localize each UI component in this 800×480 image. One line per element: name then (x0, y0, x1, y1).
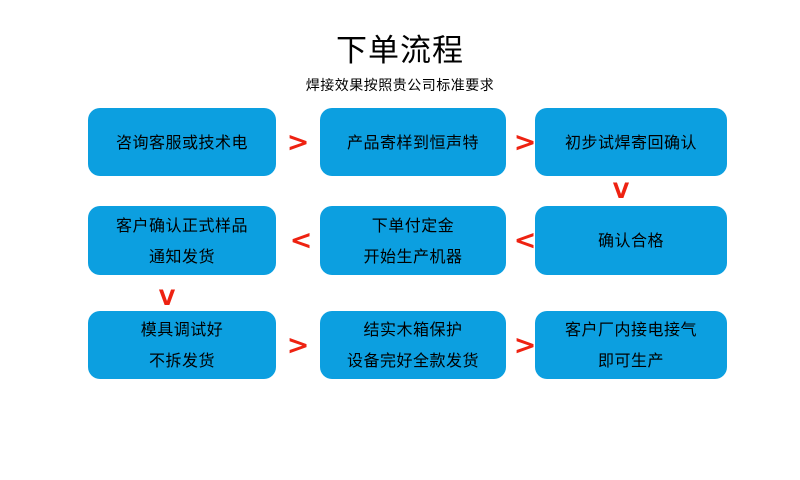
arrow-down-icon-c6: V (158, 285, 176, 310)
flow-node-n6-line-1: 客户确认正式样品 (115, 215, 248, 235)
flow-node-n7-line-2: 不拆发货 (148, 351, 215, 370)
flow-node-n5-line-1: 下单付定金 (371, 215, 455, 235)
flow-node-n1-line-1: 咨询客服或技术电 (115, 132, 248, 152)
arrow-right-icon-c7: > (286, 329, 310, 361)
flow-node-n8-line-1: 结实木箱保护 (363, 320, 463, 339)
arrow-right-icon-c2: > (513, 126, 537, 158)
flow-node-n5[interactable]: 下单付定金 开始生产机器 (320, 206, 506, 275)
flow-node-n8[interactable]: 结实木箱保护 设备完好全款发货 (320, 311, 506, 379)
arrow-left-icon-c5: < (289, 224, 313, 256)
flow-node-n7[interactable]: 模具调试好 不拆发货 (88, 311, 276, 379)
flow-node-n9-line-2: 即可生产 (597, 351, 664, 370)
flow-node-n2-line-1: 产品寄样到恒声特 (346, 132, 479, 152)
flow-node-n5-line-2: 开始生产机器 (363, 246, 463, 266)
flow-node-n9-line-1: 客户厂内接电接气 (564, 320, 697, 339)
arrow-right-icon-c1: > (286, 126, 310, 158)
flow-node-n6[interactable]: 客户确认正式样品 通知发货 (88, 206, 276, 275)
arrow-left-icon-c4: < (513, 224, 537, 256)
flow-node-n9[interactable]: 客户厂内接电接气 即可生产 (535, 311, 727, 379)
flow-node-n6-line-2: 通知发货 (148, 246, 215, 266)
flow-node-n2[interactable]: 产品寄样到恒声特 (320, 108, 506, 176)
page-subtitle: 焊接效果按照贵公司标准要求 (305, 78, 495, 94)
flow-node-n8-line-2: 设备完好全款发货 (346, 351, 479, 370)
flow-node-n1[interactable]: 咨询客服或技术电 (88, 108, 276, 176)
flow-node-n4[interactable]: 确认合格 (535, 206, 727, 275)
flow-node-n3-line-1: 初步试焊寄回确认 (564, 132, 697, 152)
flow-node-n3[interactable]: 初步试焊寄回确认 (535, 108, 727, 176)
flow-node-n7-line-1: 模具调试好 (140, 320, 224, 339)
arrow-right-icon-c8: > (513, 329, 537, 361)
flow-node-n4-line-1: 确认合格 (597, 231, 664, 250)
arrow-down-icon-c3: V (612, 178, 630, 203)
page-title: 下单流程 (336, 33, 464, 69)
